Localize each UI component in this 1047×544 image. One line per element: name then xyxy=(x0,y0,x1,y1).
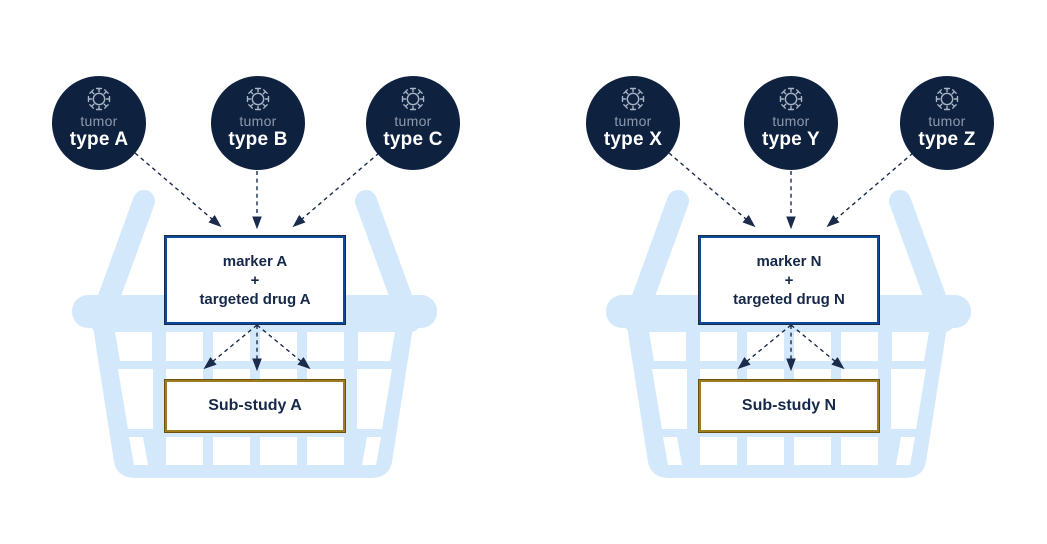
substudy-box: Sub-study A xyxy=(164,379,346,433)
tumor-label: tumor xyxy=(394,113,432,129)
dashed-arrow-icon xyxy=(292,152,380,228)
virus-icon xyxy=(933,85,961,113)
drug-line: targeted drug N xyxy=(733,290,845,308)
type-label: type X xyxy=(603,129,663,150)
drug-line: targeted drug A xyxy=(199,290,311,308)
shopping-basket-icon xyxy=(606,186,971,478)
tumor-type-circle: tumor type B xyxy=(211,76,305,170)
virus-icon xyxy=(85,85,113,113)
marker-drug-box: marker N + targeted drug N xyxy=(698,235,880,325)
marker-line: marker A xyxy=(222,252,288,270)
tumor-label: tumor xyxy=(239,113,277,129)
type-label: type Y xyxy=(762,129,820,150)
tumor-type-circle: tumor type X xyxy=(586,76,680,170)
tumor-type-circle: tumor type Y xyxy=(744,76,838,170)
plus-sign: + xyxy=(784,271,794,289)
type-label: type Z xyxy=(918,129,976,150)
dashed-arrows xyxy=(134,152,914,372)
shopping-basket-icon xyxy=(72,186,437,478)
type-label: type A xyxy=(69,129,129,150)
tumor-type-circle: tumor type C xyxy=(366,76,460,170)
tumor-type-circle: tumor type Z xyxy=(900,76,994,170)
dashed-arrow-icon xyxy=(256,324,311,370)
type-label: type B xyxy=(228,129,288,150)
tumor-label: tumor xyxy=(772,113,810,129)
dashed-arrow-icon xyxy=(790,324,845,370)
tumor-label: tumor xyxy=(614,113,652,129)
marker-line: marker N xyxy=(756,252,822,270)
substudy-label: Sub-study A xyxy=(208,397,302,414)
marker-drug-box: marker A + targeted drug A xyxy=(164,235,346,325)
dashed-arrow-icon xyxy=(203,324,258,370)
virus-icon xyxy=(244,85,272,113)
plus-sign: + xyxy=(250,271,260,289)
tumor-type-circle: tumor type A xyxy=(52,76,146,170)
substudy-label: Sub-study N xyxy=(741,397,837,414)
virus-icon xyxy=(619,85,647,113)
tumor-label: tumor xyxy=(928,113,966,129)
dashed-arrow-icon xyxy=(134,152,222,228)
virus-icon xyxy=(399,85,427,113)
type-label: type C xyxy=(383,129,443,150)
virus-icon xyxy=(777,85,805,113)
dashed-arrow-icon xyxy=(668,152,756,228)
substudy-box: Sub-study N xyxy=(698,379,880,433)
tumor-label: tumor xyxy=(80,113,118,129)
dashed-arrow-icon xyxy=(737,324,792,370)
dashed-arrow-icon xyxy=(826,152,914,228)
